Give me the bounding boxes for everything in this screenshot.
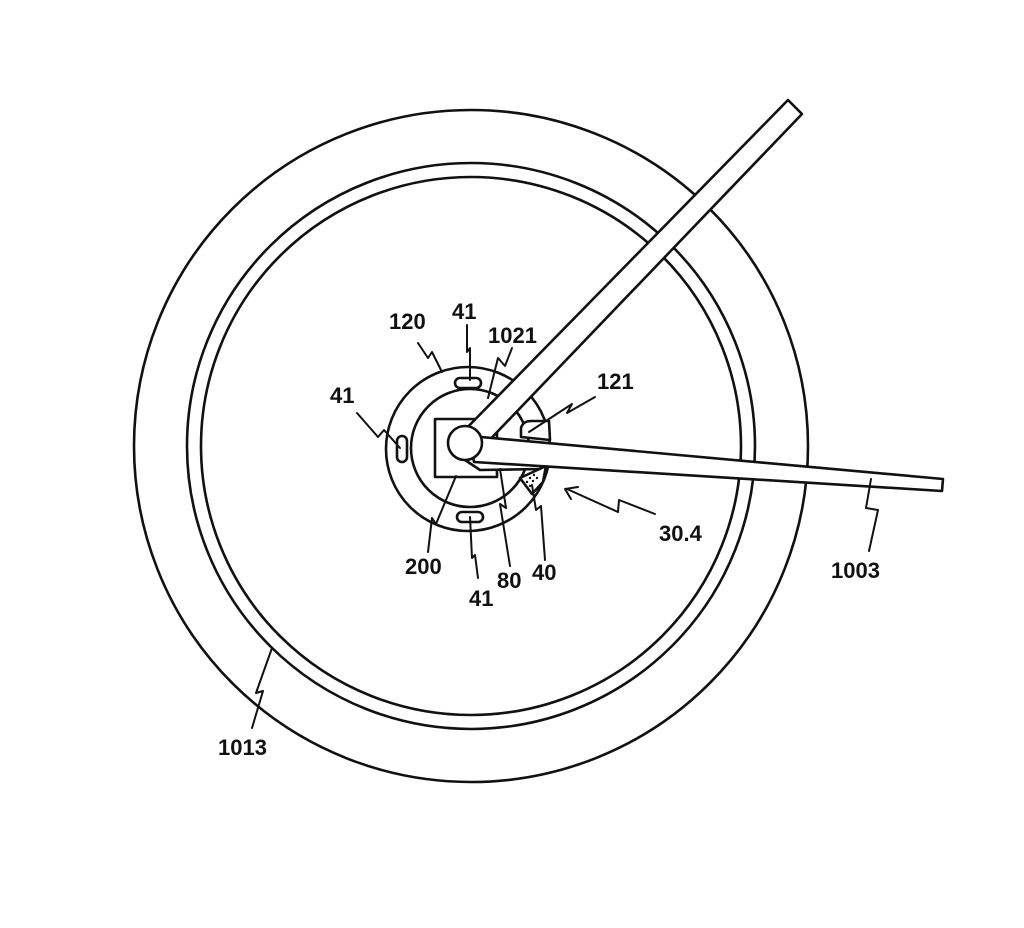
reference-labels: 120 41 1021 121 41 30.4 1003 200 41 80 4… [218,299,880,760]
label-1021: 1021 [488,323,537,348]
wheel-tire-1013 [132,108,810,784]
leader-lines [251,324,879,729]
axle [446,424,484,462]
label-1003: 1003 [831,558,880,583]
label-120: 120 [389,309,426,334]
label-41-left: 41 [330,383,354,408]
block-121 [519,419,552,442]
wheel-rim [185,161,757,731]
slot-41-top [453,376,483,390]
label-80: 80 [497,568,521,593]
label-40: 40 [532,560,556,585]
label-41-bottom: 41 [469,586,493,611]
label-41-top: 41 [452,299,476,324]
slot-41-left [395,434,409,464]
label-1013: 1013 [218,735,267,760]
label-121: 121 [597,369,634,394]
label-30-4: 30.4 [659,521,703,546]
label-200: 200 [405,554,442,579]
